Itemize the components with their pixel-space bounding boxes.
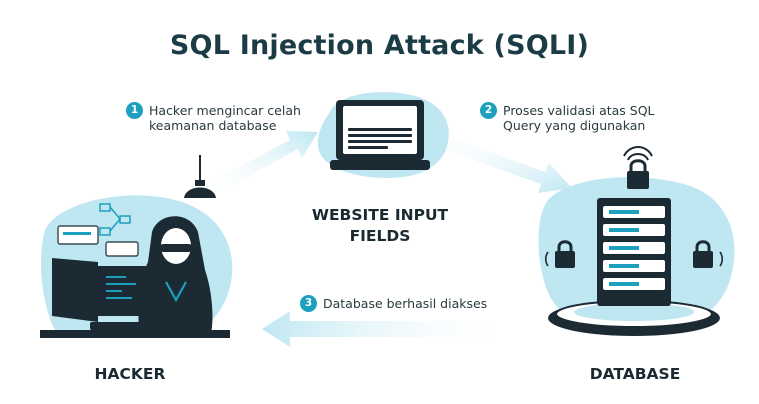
database-label: DATABASE	[589, 365, 681, 383]
website-input-fields-label: WEBSITE INPUT FIELDS	[311, 206, 449, 245]
step-1-number-badge: 1	[126, 102, 143, 119]
laptop-illustration	[317, 92, 449, 178]
hacker-label: HACKER	[94, 365, 166, 383]
arrow-database-to-hacker	[262, 311, 520, 347]
hacker-illustration	[40, 155, 233, 338]
step-3: 3 Database berhasil diakses	[300, 295, 488, 312]
step-1: 1 Hacker mengincar celah keamanan databa…	[126, 102, 301, 133]
arrow-hacker-to-website	[205, 131, 318, 196]
step-3-number-badge: 3	[300, 295, 317, 312]
step-2: 2 Proses validasi atas SQL Query yang di…	[480, 102, 655, 133]
diagram-title: SQL Injection Attack (SQLI)	[169, 30, 590, 61]
step-3-text: Database berhasil diakses	[323, 296, 488, 311]
step-2-text: Proses validasi atas SQL Query yang digu…	[503, 103, 655, 133]
arrow-website-to-database	[426, 130, 572, 193]
step-2-number-badge: 2	[480, 102, 497, 119]
database-illustration	[538, 146, 735, 336]
step-1-text: Hacker mengincar celah keamanan database	[149, 103, 301, 133]
